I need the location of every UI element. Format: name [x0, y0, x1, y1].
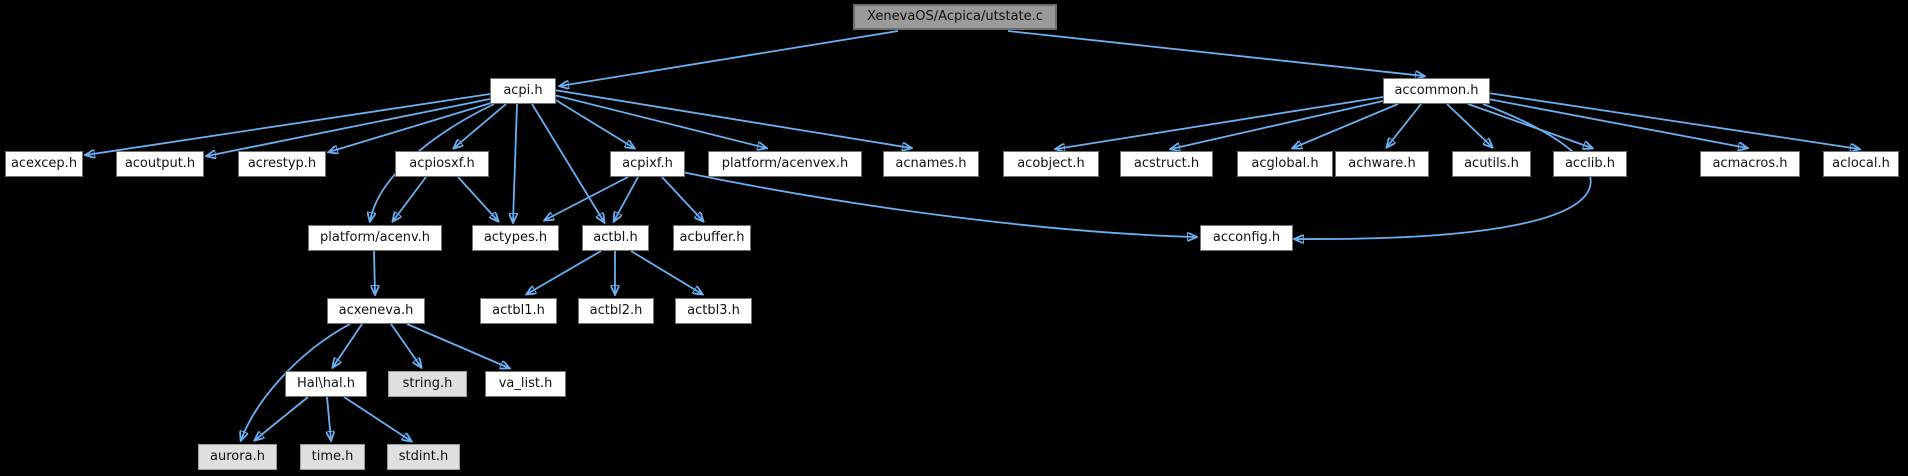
edge-acpixf-to-actypes — [545, 176, 629, 220]
node-acmacros-h[interactable]: acmacros.h — [1700, 151, 1800, 177]
node-acpi-h[interactable]: acpi.h — [490, 78, 556, 104]
node-acglobal-h[interactable]: acglobal.h — [1237, 151, 1333, 177]
edge-hal-to-stdint — [343, 396, 411, 441]
edge-actbl-to-actbl1 — [527, 250, 602, 294]
edge-acpixf-to-acbuffer — [661, 176, 703, 221]
edge-hal-to-time — [327, 396, 331, 440]
node-acpiosxf-h[interactable]: acpiosxf.h — [395, 151, 489, 177]
node-aurora-h: aurora.h — [198, 444, 277, 470]
node-acobject-h[interactable]: acobject.h — [1003, 151, 1099, 177]
edge-acpi-to-actbl — [531, 103, 604, 222]
edge-acpixf-to-actbl — [614, 176, 639, 221]
edge-accommon-to-acglobal — [1293, 103, 1399, 148]
node-aclocal-h[interactable]: aclocal.h — [1823, 151, 1899, 177]
node-acoutput-h[interactable]: acoutput.h — [116, 151, 204, 177]
node-utstate-c: XenevaOS/Acpica/utstate.c — [853, 4, 1057, 30]
edge-acpi-to-acexcep — [86, 93, 491, 155]
edge-root-to-acpi — [560, 30, 899, 86]
edge-root-to-accommon — [1007, 30, 1424, 76]
edge-acpixf-to-acconfig — [681, 171, 1196, 237]
edge-accommon-to-acclib — [1467, 103, 1592, 148]
node-platform-acenv-h[interactable]: platform/acenv.h — [308, 225, 442, 251]
node-platform-acenvex-h[interactable]: platform/acenvex.h — [708, 151, 862, 177]
node-acconfig-h[interactable]: acconfig.h — [1200, 225, 1293, 251]
node-acnames-h[interactable]: acnames.h — [883, 151, 979, 177]
edge-hal-to-aurora — [255, 396, 309, 440]
node-acexcep-h[interactable]: acexcep.h — [5, 151, 83, 177]
node-acrestyp-h[interactable]: acrestyp.h — [238, 151, 326, 177]
node-acclib-h[interactable]: acclib.h — [1553, 151, 1627, 177]
edge-accommon-to-acconfig — [1295, 103, 1592, 239]
node-acbuffer-h[interactable]: acbuffer.h — [673, 225, 751, 251]
edge-acpiosxf-to-actypes — [457, 176, 498, 221]
edge-acxeneva-to-valist — [406, 323, 509, 368]
node-actypes-h[interactable]: actypes.h — [472, 225, 559, 251]
edge-actbl-to-actbl3 — [630, 250, 702, 294]
edge-acpiosxf-to-acenv — [393, 176, 427, 221]
edge-acxeneva-to-string — [390, 323, 421, 367]
node-actbl2-h[interactable]: actbl2.h — [578, 298, 654, 324]
node-acutils-h[interactable]: acutils.h — [1452, 151, 1531, 177]
edge-acpi-to-acoutput — [207, 98, 491, 156]
edge-acenv-to-acxeneva — [374, 250, 375, 294]
edge-accommon-to-aclocal — [1487, 92, 1859, 149]
edge-acpi-to-acpixf — [553, 98, 634, 148]
node-actbl-h[interactable]: actbl.h — [582, 225, 649, 251]
node-hal-hal-h[interactable]: Hal\hal.h — [285, 371, 367, 397]
edge-acpi-to-acnames — [553, 89, 911, 148]
edge-accommon-to-acmacros — [1487, 98, 1747, 148]
edge-acpi-to-acenvex — [553, 94, 766, 148]
node-achware-h[interactable]: achware.h — [1335, 151, 1429, 177]
edge-acpi-to-acpiosxf — [454, 103, 507, 148]
node-stdint-h: stdint.h — [387, 444, 460, 470]
node-actbl3-h[interactable]: actbl3.h — [675, 298, 752, 324]
node-acpixf-h[interactable]: acpixf.h — [610, 151, 685, 177]
edge-acxeneva-to-hal — [333, 323, 363, 367]
edge-acpi-to-actypes — [513, 103, 518, 222]
node-acxeneva-h[interactable]: acxeneva.h — [327, 298, 425, 324]
edge-acpi-to-acrestyp — [329, 102, 492, 152]
node-time-h: time.h — [300, 444, 365, 470]
edge-accommon-to-acstruct — [1171, 100, 1384, 149]
edge-acxeneva-to-aurora — [241, 323, 351, 440]
node-string-h: string.h — [388, 371, 467, 397]
node-acstruct-h[interactable]: acstruct.h — [1120, 151, 1213, 177]
edge-accommon-to-acobject — [1056, 96, 1384, 149]
node-actbl1-h[interactable]: actbl1.h — [480, 298, 557, 324]
node-va-list-h[interactable]: va_list.h — [485, 371, 566, 397]
edge-accommon-to-acutils — [1446, 103, 1492, 147]
node-accommon-h[interactable]: accommon.h — [1383, 78, 1490, 104]
edge-accommon-to-achware — [1387, 103, 1422, 147]
